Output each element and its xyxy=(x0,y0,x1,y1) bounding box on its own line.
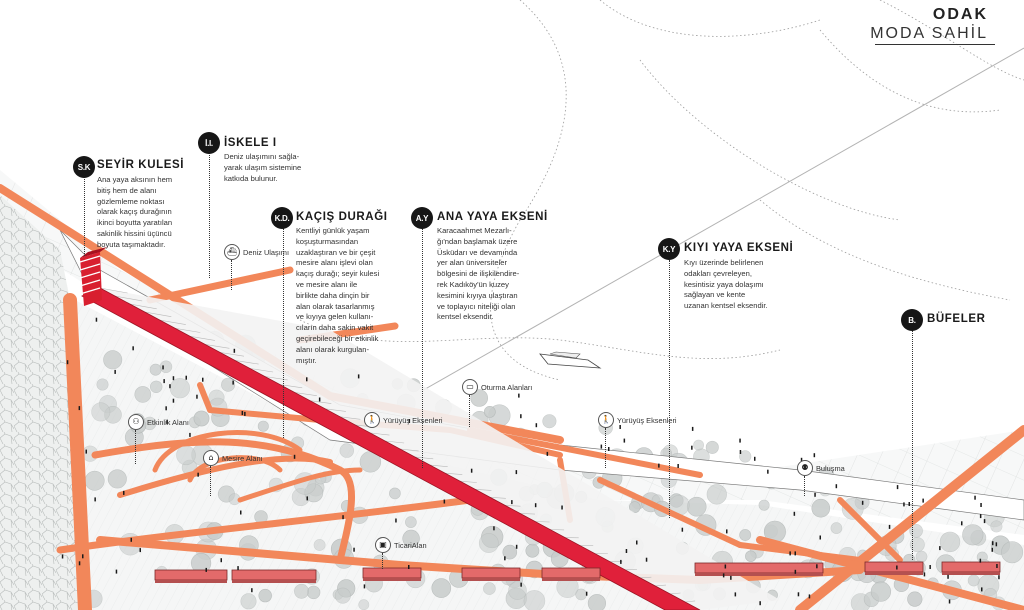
zone-label: TicariAlan xyxy=(394,540,427,550)
ferry-icon: ⛴ xyxy=(224,244,240,260)
zone-bulusma: ⚉ Buluşma xyxy=(797,460,845,476)
zone-deniz-ulasimi: ⛴ Deniz Ulaşımı xyxy=(224,244,289,260)
zone-label: Deniz Ulaşımı xyxy=(243,247,289,257)
picnic-icon: ⌂ xyxy=(203,450,219,466)
zone-mesire-leader xyxy=(210,466,211,496)
leader-line xyxy=(283,228,284,438)
zone-label: Yürüyüş Eksenleri xyxy=(383,415,443,425)
zone-label: Mesire Alanı xyxy=(222,453,263,463)
heading-seyir-kulesi: SEYİR KULESİ xyxy=(97,159,185,171)
zone-label: Etkinlik Alanı xyxy=(147,417,189,427)
zone-etkinlik-alani: ⚇ Etkinlik Alanı xyxy=(128,414,189,430)
zone-ticari-alan: ▣ TicariAlan xyxy=(375,537,427,553)
text-seyir-kulesi: Ana yaya aksının hem bitiş hem de alanı … xyxy=(97,175,173,249)
zone-ticari-leader xyxy=(382,553,383,569)
heading-ana-yaya-ekseni: ANA YAYA EKSENİ xyxy=(437,211,548,223)
leader-line xyxy=(912,330,913,560)
badge-ky: K.Y xyxy=(658,238,680,260)
heading-bufeler: BÜFELER xyxy=(927,313,986,325)
walker-icon: 🚶 xyxy=(364,412,380,428)
zone-mesire-alani: ⌂ Mesire Alanı xyxy=(203,450,263,466)
ferry-route-lines xyxy=(299,0,1024,381)
ferry-boat xyxy=(539,351,602,369)
title-underline xyxy=(875,44,995,45)
page-subtitle: MODA SAHİL xyxy=(870,25,988,42)
heading-kacis-duragi: KAÇIŞ DURAĞI xyxy=(296,211,388,223)
escape-stop-arcs xyxy=(152,430,303,483)
heading-iskele: İSKELE I xyxy=(224,137,277,149)
zone-label: Yürüyüş Eksenleri xyxy=(617,415,677,425)
badge-kd: K.D. xyxy=(271,207,293,229)
text-ana-yaya-ekseni: Karacaahmet Mezarlı- ğı'ndan başlamak üz… xyxy=(437,226,520,322)
zone-yuruyus-eksenleri-2: 🚶 Yürüyüş Eksenleri xyxy=(598,412,677,428)
zone-oturma-alanlari: ▭ Oturma Alanları xyxy=(462,379,532,395)
kiosk-buildings xyxy=(154,561,1001,581)
leader-line xyxy=(209,150,210,278)
leader-line xyxy=(669,260,670,518)
kiosk-shadows xyxy=(155,572,1000,583)
badge-sk: S.K xyxy=(73,156,95,178)
text-kiyi-yaya-ekseni: Kıyı üzerinde belirlenen odakları çevrel… xyxy=(684,258,768,311)
leader-line xyxy=(84,176,85,256)
zone-yuruyus-eksenleri-1: 🚶 Yürüyüş Eksenleri xyxy=(364,412,443,428)
leader-line xyxy=(422,228,423,468)
zone-oturma-leader xyxy=(469,395,470,427)
zone-etkinlik-leader xyxy=(135,430,136,464)
zone-deniz-leader xyxy=(231,260,232,290)
meeting-icon: ⚉ xyxy=(797,460,813,476)
bench-icon: ▭ xyxy=(462,379,478,395)
text-iskele: Deniz ulaşımını sağla- yarak ulaşım sist… xyxy=(224,152,302,183)
heading-kiyi-yaya-ekseni: KIYI YAYA EKSENİ xyxy=(684,242,794,254)
observation-tower xyxy=(79,247,107,306)
zone-yuruyus-leader xyxy=(605,428,606,468)
page-title: ODAK xyxy=(932,6,988,23)
badge-b: B. xyxy=(901,309,923,331)
zone-label: Oturma Alanları xyxy=(481,382,533,392)
people-icon: ⚇ xyxy=(128,414,144,430)
shop-icon: ▣ xyxy=(375,537,391,553)
badge-ii: İ.I. xyxy=(198,132,220,154)
people-figures xyxy=(61,317,1000,606)
sight-axis-line xyxy=(419,47,1024,393)
zone-bulusma-leader xyxy=(804,476,805,496)
text-kacis-duragi: Kentliyi günlük yaşam koşuşturmasından u… xyxy=(296,226,380,365)
title-block: ODAK MODA SAHİL xyxy=(870,6,988,43)
walker-icon: 🚶 xyxy=(598,412,614,428)
badge-ay: A.Y xyxy=(411,207,433,229)
zone-label: Buluşma xyxy=(816,463,845,473)
